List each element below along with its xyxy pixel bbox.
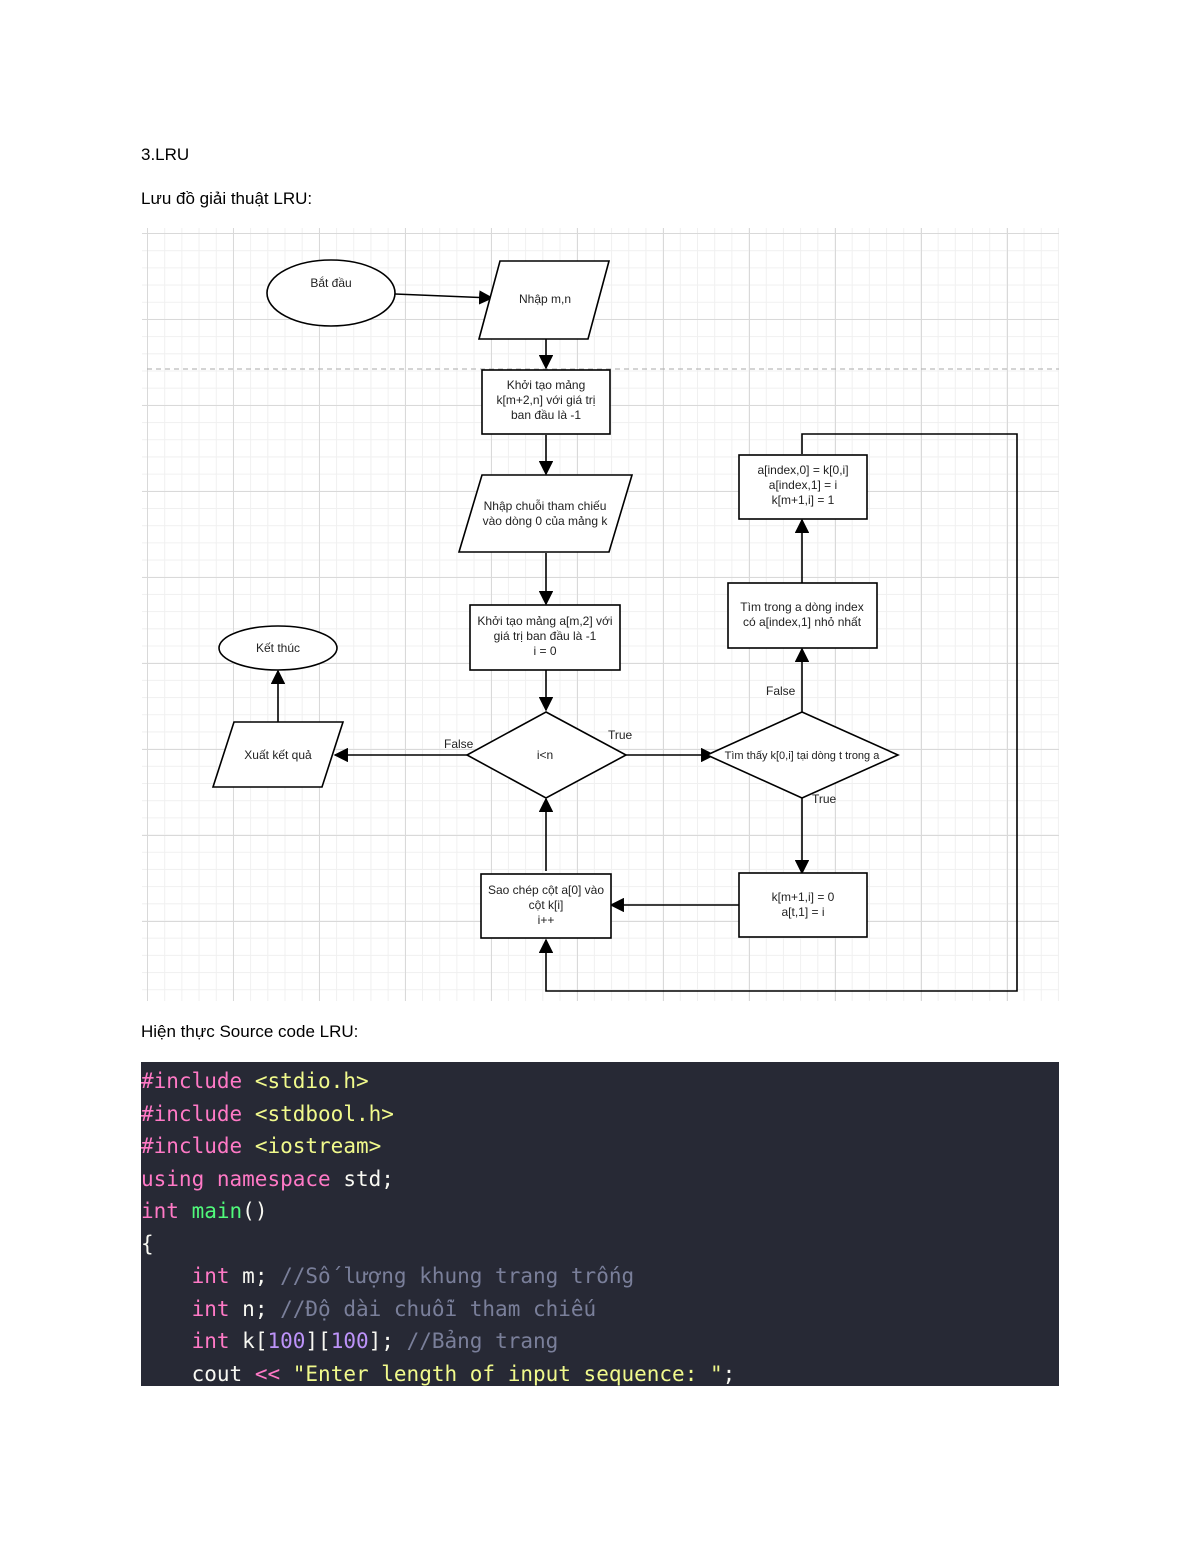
code-token: <iostream> [254, 1134, 382, 1158]
code-token: int [141, 1199, 179, 1223]
code-comment: //Bảng trang [406, 1329, 559, 1353]
branch-labels: False True False True [444, 684, 837, 806]
code-line: int main() [141, 1195, 1059, 1228]
node-update-a [738, 454, 868, 520]
code-token: () [242, 1199, 268, 1223]
text-init-k-2: k[m+2,n] với giá trị [497, 393, 596, 407]
code-token: <stdbool.h> [254, 1101, 394, 1126]
node-output [211, 721, 345, 788]
code-line: { [141, 1228, 1059, 1261]
code-token: int [191, 1329, 230, 1353]
node-init-a [469, 604, 621, 671]
code-line: using namespace std; [141, 1163, 1059, 1196]
code-token: { [141, 1231, 154, 1256]
text-start: Bắt đầu [310, 275, 351, 290]
text-find-min-1: Tìm trong a dòng index [740, 600, 863, 614]
flow-shapes [211, 259, 900, 939]
code-token: cout [191, 1361, 243, 1386]
code-line: int k[100][100]; //Bảng trang [141, 1325, 1059, 1358]
code-token: main [191, 1199, 243, 1223]
code-operator: << [254, 1361, 281, 1386]
lru-flowchart: Bắt đầu Nhập m,n Khởi tạo mảng k[m+2,n] … [142, 228, 1059, 1001]
arrow-start-to-input [394, 290, 494, 305]
text-copy-col-1: Sao chép cột a[0] vào [488, 883, 604, 897]
text-update-a-3: k[m+1,i] = 1 [772, 493, 835, 507]
code-token: int [191, 1264, 230, 1288]
text-input-seq-2: vào dòng 0 của mảng k [483, 514, 609, 528]
node-input-mn [477, 260, 611, 340]
code-token: #include [141, 1101, 243, 1126]
code-token: <stdio.h> [254, 1069, 369, 1093]
section-heading: 3.LRU [141, 145, 190, 164]
label-true-decision-i: True [608, 728, 633, 742]
code-token: namespace [216, 1166, 331, 1191]
code-number: 100 [330, 1329, 369, 1353]
code-number: 100 [267, 1329, 306, 1353]
arrow-update-loop-to-copy [538, 433, 1018, 992]
label-false-decision-found: False [766, 684, 796, 698]
code-token: int [191, 1296, 230, 1321]
code-token: using [141, 1166, 205, 1191]
text-update-a-1: a[index,0] = k[0,i] [757, 463, 848, 477]
node-set-found [738, 872, 868, 938]
node-start [266, 259, 396, 327]
text-set-found-1: k[m+1,i] = 0 [772, 890, 835, 904]
text-decision-found: Tìm thấy k[0,i] tại dòng t trong a [725, 750, 881, 762]
code-string: "Enter length of input sequence: " [292, 1361, 723, 1386]
code-caption: Hiện thực Source code LRU: [141, 1022, 359, 1041]
code-token: #include [141, 1069, 243, 1093]
code-token: ; [722, 1361, 736, 1386]
label-false-decision-i: False [444, 737, 474, 751]
label-true-decision-found: True [812, 792, 837, 806]
text-init-a-3: i = 0 [533, 644, 556, 658]
flow-text: Bắt đầu Nhập m,n Khởi tạo mảng k[m+2,n] … [244, 275, 880, 927]
text-decision-i: i<n [537, 748, 553, 762]
text-init-k-3: ban đầu là -1 [511, 408, 581, 422]
source-code-block: #include <stdio.h> #include <stdbool.h> … [141, 1062, 1059, 1386]
text-copy-col-3: i++ [538, 913, 555, 927]
code-token: k[ [242, 1329, 268, 1353]
text-init-k-1: Khởi tạo mảng [507, 378, 586, 392]
node-end [218, 625, 338, 671]
text-init-a-1: Khởi tạo mảng a[m,2] với [477, 614, 612, 628]
code-token: #include [141, 1134, 243, 1158]
text-find-min-2: có a[index,1] nhỏ nhất [743, 615, 862, 629]
node-init-k [481, 369, 611, 435]
text-set-found-2: a[t,1] = i [781, 905, 824, 919]
code-line: #include <stdbool.h> [141, 1098, 1059, 1131]
code-line: int n; //Độ dài chuỗi tham chiếu [141, 1293, 1059, 1326]
text-input-mn: Nhập m,n [519, 292, 571, 306]
node-decision-found [705, 711, 900, 799]
code-line: #include <iostream> [141, 1130, 1059, 1163]
text-output: Xuất kết quả [244, 748, 312, 762]
text-init-a-2: giá trị ban đầu là -1 [494, 629, 597, 643]
code-token: m; [242, 1264, 268, 1288]
code-line: #include <stdio.h> [141, 1065, 1059, 1098]
node-input-seq [457, 474, 634, 553]
flow-connectors [270, 290, 1018, 992]
diagram-caption: Lưu đồ giải thuật LRU: [141, 189, 313, 208]
code-token: n; [242, 1296, 268, 1321]
code-line: cout << "Enter length of input sequence:… [141, 1358, 1059, 1387]
code-comment: //Độ dài chuỗi tham chiếu [280, 1296, 597, 1321]
code-line: int m; //Số lượng khung trang trống [141, 1260, 1059, 1293]
node-find-min [727, 582, 878, 649]
text-end: Kết thúc [256, 641, 300, 655]
code-token: ]; [368, 1329, 394, 1353]
text-copy-col-2: cột k[i] [529, 898, 564, 912]
node-copy-col [480, 873, 612, 939]
code-token: std; [343, 1166, 394, 1191]
flowchart-canvas: Bắt đầu Nhập m,n Khởi tạo mảng k[m+2,n] … [147, 259, 1059, 992]
text-input-seq-1: Nhập chuỗi tham chiếu [484, 498, 607, 513]
text-update-a-2: a[index,1] = i [769, 478, 837, 492]
code-comment: //Số lượng khung trang trống [280, 1264, 635, 1288]
node-decision-i [465, 711, 628, 799]
code-token: ][ [305, 1329, 331, 1353]
